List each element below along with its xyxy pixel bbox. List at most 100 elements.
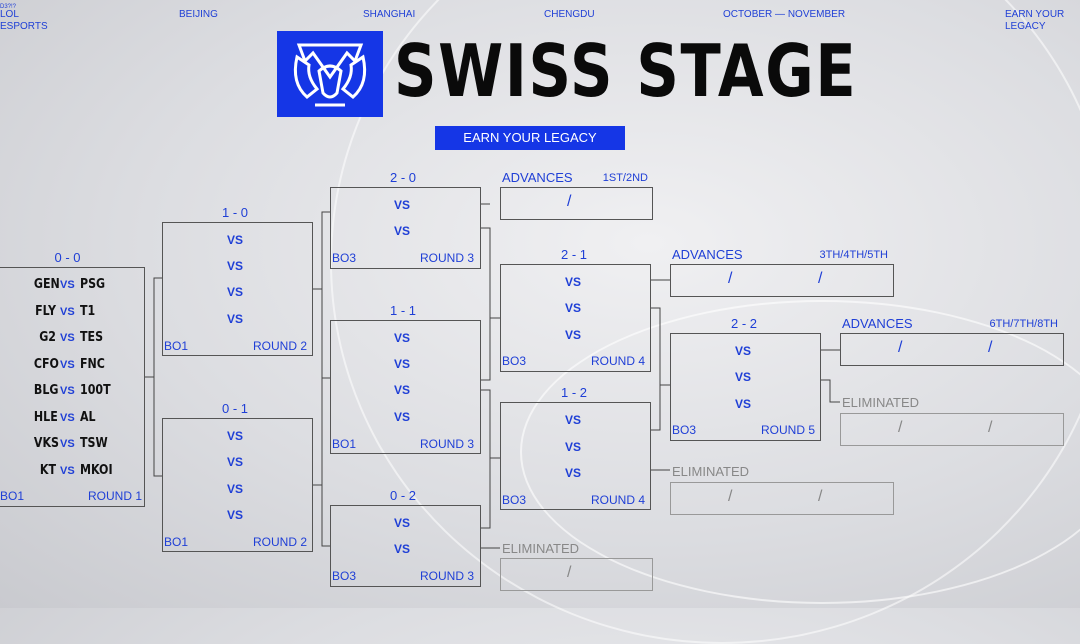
elim3-slot-1: /	[898, 419, 903, 436]
team-right: TSW	[80, 436, 108, 451]
worlds-logo	[277, 31, 383, 117]
r4b-header: 1 - 2	[560, 385, 587, 400]
adv2-slot-2: /	[818, 270, 823, 287]
r5-header: 2 - 2	[730, 316, 757, 331]
r2l-vs-2: VS	[226, 455, 243, 469]
r2w-header: 1 - 0	[221, 205, 248, 220]
earn-legacy-banner: EARN YOUR LEGACY	[435, 126, 625, 150]
r4a-vs-2: VS	[564, 301, 581, 315]
adv1-places: 1ST/2ND	[602, 172, 648, 184]
versus-marker: VS	[60, 385, 75, 397]
elim2-slot-2: /	[818, 488, 823, 505]
adv2-places: 3TH/4TH/5TH	[819, 249, 888, 261]
r3c-round: ROUND 3	[420, 569, 475, 583]
event-dates: OCTOBER — NOVEMBER	[723, 9, 846, 20]
team-right: AL	[80, 409, 96, 425]
esports-text: ESPORTS	[0, 21, 48, 32]
team-right: PSG	[80, 277, 106, 292]
team-left: GEN	[33, 277, 60, 292]
team-right: T1	[80, 303, 96, 319]
r3a-round: ROUND 3	[420, 251, 475, 265]
tagline-line2: LEGACY	[1005, 21, 1046, 32]
r4a-vs-3: VS	[564, 328, 581, 342]
r2w-vs-1: VS	[226, 233, 243, 247]
r4a-box	[500, 264, 651, 372]
r3c-box	[330, 505, 481, 587]
round1-header: 0 - 0	[54, 250, 81, 265]
team-right: MKOI	[80, 462, 113, 478]
r4b-format: BO3	[502, 493, 527, 507]
lol-esports-logo: LOL ESPORTS	[0, 9, 48, 33]
r4a-format: BO3	[502, 354, 527, 368]
page-title: SWISS STAGE	[394, 29, 858, 113]
r3a-header: 2 - 0	[389, 170, 416, 185]
r2w-vs-2: VS	[226, 259, 243, 273]
elim1-box	[500, 558, 653, 591]
adv3-label: ADVANCES	[842, 316, 913, 331]
versus-marker: VS	[60, 332, 75, 344]
elim2-label: ELIMINATED	[672, 464, 750, 479]
adv1-box	[500, 187, 653, 220]
r3b-header: 1 - 1	[389, 303, 416, 318]
team-right: 100T	[80, 383, 111, 398]
r2w-vs-4: VS	[226, 312, 243, 326]
r2w-box	[162, 222, 313, 356]
team-left: FLY	[35, 303, 56, 319]
r4b-round: ROUND 4	[591, 493, 646, 507]
round1-format: BO1	[0, 489, 25, 503]
r5-format: BO3	[672, 423, 697, 437]
team-left: VKS	[33, 436, 59, 451]
r3a-vs-2: VS	[393, 224, 410, 238]
r4a-header: 2 - 1	[560, 247, 587, 262]
tagline-line1: EARN YOUR	[1005, 9, 1065, 20]
r2l-round: ROUND 2	[253, 535, 308, 549]
elim2-box	[670, 482, 894, 515]
adv1-slot: /	[567, 193, 572, 210]
r5-vs-2: VS	[734, 370, 751, 384]
r3c-vs-2: VS	[393, 542, 410, 556]
versus-marker: VS	[60, 438, 75, 450]
corner-mark: D3?!?	[0, 4, 17, 10]
r3c-format: BO3	[332, 569, 357, 583]
r4a-round: ROUND 4	[591, 354, 646, 368]
team-left: CFO	[33, 356, 59, 372]
elim1-label: ELIMINATED	[502, 541, 580, 556]
r2w-round: ROUND 2	[253, 339, 308, 353]
bracket-connectors	[145, 203, 840, 549]
r4a-vs-1: VS	[564, 275, 581, 289]
r3b-round: ROUND 3	[420, 437, 475, 451]
r3a-box	[330, 187, 481, 269]
r4b-vs-2: VS	[564, 440, 581, 454]
adv2-box	[670, 264, 894, 297]
elim3-box	[840, 413, 1064, 446]
r4b-vs-1: VS	[564, 413, 581, 427]
background-sweep	[520, 300, 1080, 604]
r3b-vs-1: VS	[393, 331, 410, 345]
adv3-places: 6TH/7TH/8TH	[989, 318, 1058, 330]
team-right: FNC	[80, 356, 105, 372]
r2w-vs-3: VS	[226, 285, 243, 299]
versus-marker: VS	[60, 305, 75, 318]
round1-box	[0, 267, 145, 507]
city-chengdu: CHENGDU	[544, 9, 595, 20]
r2l-format: BO1	[164, 535, 189, 549]
r3c-vs-1: VS	[393, 516, 410, 530]
team-right: TES	[80, 330, 104, 345]
r4b-box	[500, 402, 651, 510]
versus-marker: VS	[60, 279, 75, 291]
elim1-slot: /	[567, 564, 572, 581]
worlds-crest-icon	[293, 43, 367, 107]
tagline-top: EARN YOUR LEGACY	[1005, 9, 1064, 33]
r5-box	[670, 333, 821, 441]
r2l-header: 0 - 1	[221, 401, 248, 416]
elim3-slot-2: /	[988, 419, 993, 436]
versus-marker: VS	[60, 411, 75, 424]
r2l-vs-4: VS	[226, 508, 243, 522]
adv3-slot-1: /	[898, 339, 903, 356]
adv3-box	[840, 333, 1064, 366]
team-left: BLG	[33, 383, 59, 398]
team-left: HLE	[33, 409, 58, 425]
lol-text: LOL	[0, 9, 19, 20]
elim3-label: ELIMINATED	[842, 395, 920, 410]
r5-vs-1: VS	[734, 344, 751, 358]
